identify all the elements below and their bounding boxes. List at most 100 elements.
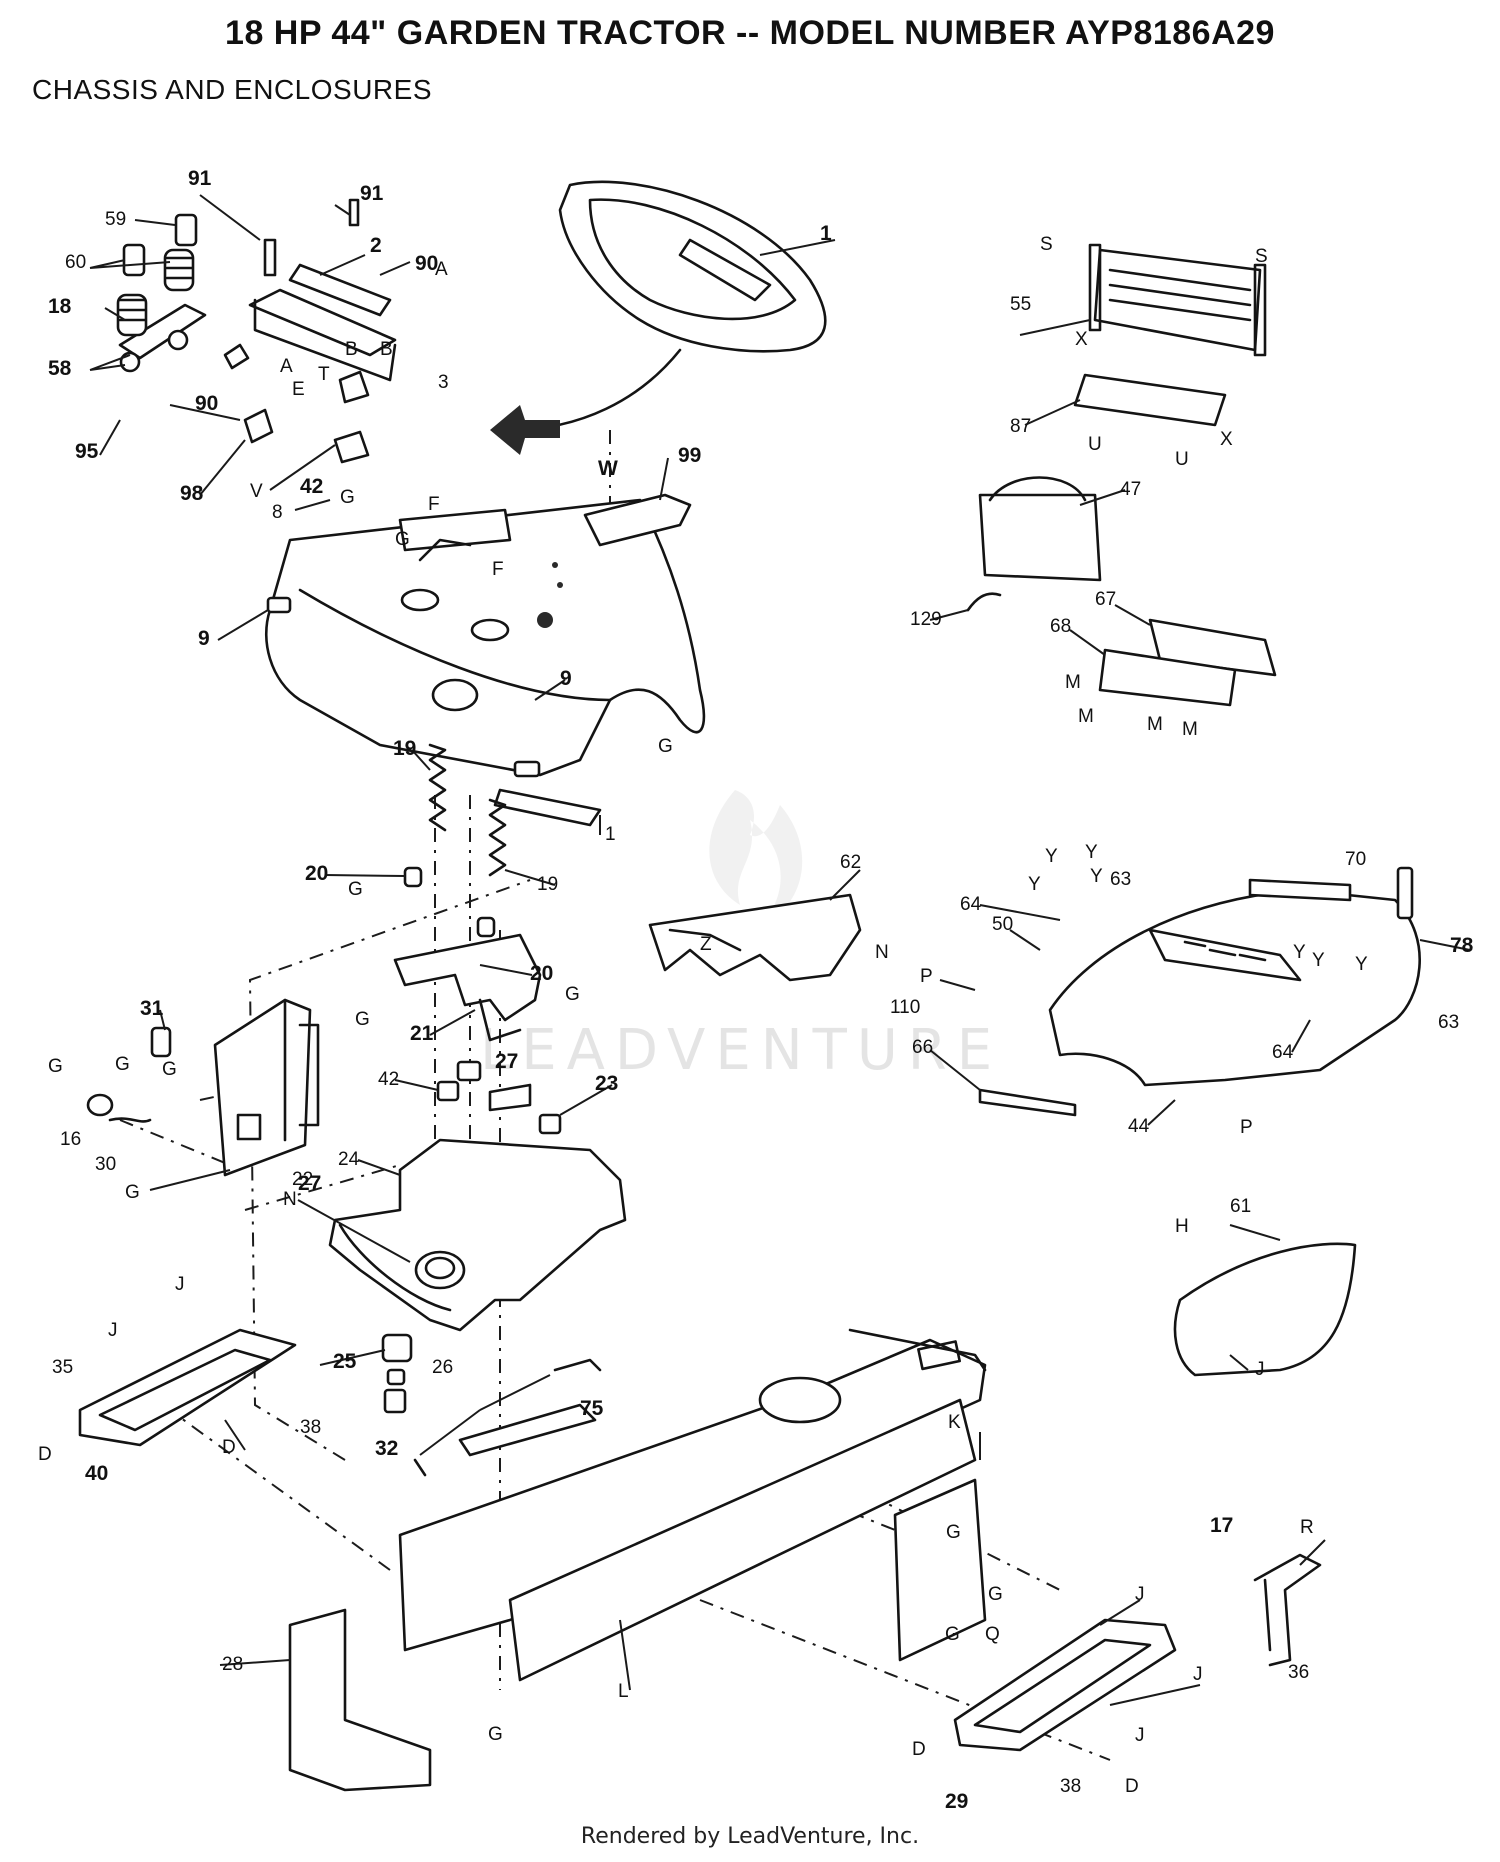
callout-label: 58: [48, 357, 72, 380]
callout-label: 59: [105, 209, 126, 230]
callout-label: 35: [52, 1357, 73, 1378]
callout-label: 91: [188, 167, 212, 190]
callout-label: 64: [960, 894, 982, 915]
callout-label: 91: [360, 182, 384, 205]
leader-line: [1419, 939, 1471, 951]
leader-line: [219, 1659, 291, 1666]
leader-line: [89, 259, 171, 269]
callout-label: 78: [1450, 934, 1474, 957]
callout-label: J: [1255, 1359, 1265, 1380]
callout-label: 42: [300, 475, 323, 498]
callout-label: 28: [222, 1654, 243, 1675]
fuel-tank: [328, 1060, 627, 1332]
seat-springs-and-bracket: [116, 198, 397, 464]
callout-label: 98: [180, 482, 204, 505]
callout-label: 55: [1010, 294, 1031, 315]
callout-label: G: [115, 1054, 130, 1075]
right-upper-components: [966, 243, 1277, 707]
callout-label: W: [598, 457, 618, 480]
callout-label: Y: [1293, 942, 1306, 963]
callout-label: M: [1147, 714, 1163, 735]
callout-label: J: [1135, 1725, 1145, 1746]
callout-label: G: [946, 1522, 961, 1543]
leader-line: [1009, 929, 1041, 951]
leader-line: [534, 679, 566, 701]
callout-label: 1: [605, 824, 616, 845]
callout-label: G: [565, 984, 580, 1005]
callout-label: 75: [580, 1397, 604, 1420]
leader-line: [394, 1079, 439, 1091]
callout-label: 23: [595, 1072, 618, 1095]
leader-line: [149, 1169, 231, 1191]
leader-line: [479, 964, 533, 976]
callout-label: J: [1193, 1664, 1203, 1685]
leader-line: [217, 609, 269, 641]
callout-label: 62: [840, 852, 861, 873]
callout-label: G: [340, 487, 355, 508]
leader-line: [134, 219, 176, 226]
callout-label: G: [988, 1584, 1003, 1605]
callout-label: J: [175, 1274, 185, 1295]
callout-label: 110: [890, 997, 920, 1018]
callout-label: 44: [1128, 1116, 1150, 1137]
callout-label: 68: [1050, 616, 1071, 637]
leader-line: [319, 254, 366, 276]
leader-line: [297, 1199, 411, 1263]
callout-label: 27: [298, 1172, 321, 1195]
callout-label: M: [1078, 706, 1094, 727]
callout-label: D: [38, 1444, 52, 1465]
callout-label: 90: [415, 252, 438, 275]
callout-label: 8: [272, 502, 283, 523]
pedal-hardware: [381, 1333, 602, 1477]
callout-label: S: [1255, 246, 1268, 267]
leader-line: [929, 1049, 981, 1091]
callout-label: 16: [60, 1129, 81, 1150]
leader-line: [1099, 1599, 1141, 1626]
seat-spring-bracket: [393, 743, 602, 1042]
callout-label: 25: [333, 1350, 357, 1373]
leader-line: [979, 904, 1061, 921]
leader-line: [99, 419, 121, 456]
callout-label: 20: [305, 862, 328, 885]
callout-label: D: [1125, 1776, 1139, 1797]
hood-and-dash: [648, 866, 1421, 1377]
callout-label: 63: [1438, 1012, 1459, 1033]
callout-label: 90: [195, 392, 218, 415]
callout-label: R: [1300, 1517, 1314, 1538]
callout-label: 87: [1010, 416, 1031, 437]
footer-credit: Rendered by LeadVenture, Inc.: [580, 1824, 920, 1849]
callout-label: 95: [75, 440, 99, 463]
callout-label: X: [1075, 329, 1088, 350]
leader-line: [411, 749, 431, 771]
callout-label: 21: [410, 1022, 434, 1045]
callout-label: G: [395, 529, 410, 550]
callout-label: B: [345, 339, 358, 360]
callout-label: D: [222, 1437, 236, 1458]
callout-label: X: [1220, 429, 1233, 450]
callout-label: Y: [1312, 950, 1325, 971]
pedal-17: [1253, 1553, 1322, 1667]
callout-label: T: [318, 364, 330, 385]
callout-label: 22: [292, 1169, 313, 1190]
callout-label: Y: [1090, 866, 1103, 887]
callout-label: Z: [700, 934, 712, 955]
leader-line: [379, 261, 411, 276]
footrests: [78, 1328, 1177, 1752]
callout-label: 42: [378, 1069, 399, 1090]
callout-label: 61: [1230, 1196, 1251, 1217]
section-subtitle: CHASSIS AND ENCLOSURES: [32, 74, 432, 105]
callout-label: Q: [985, 1624, 1000, 1645]
callout-label: J: [1135, 1584, 1145, 1605]
callout-label: Y: [1085, 842, 1098, 863]
callout-label: L: [618, 1681, 629, 1702]
callout-label: M: [1065, 672, 1081, 693]
callout-label: 70: [1345, 849, 1366, 870]
callout-label: G: [348, 879, 363, 900]
callout-label: H: [1175, 1216, 1189, 1237]
leader-line: [1229, 1224, 1281, 1241]
leader-line: [1069, 629, 1106, 656]
callout-label: S: [1040, 234, 1053, 255]
callout-label: V: [250, 481, 263, 502]
callout-label: U: [1175, 449, 1189, 470]
main-frame: [288, 1328, 987, 1792]
